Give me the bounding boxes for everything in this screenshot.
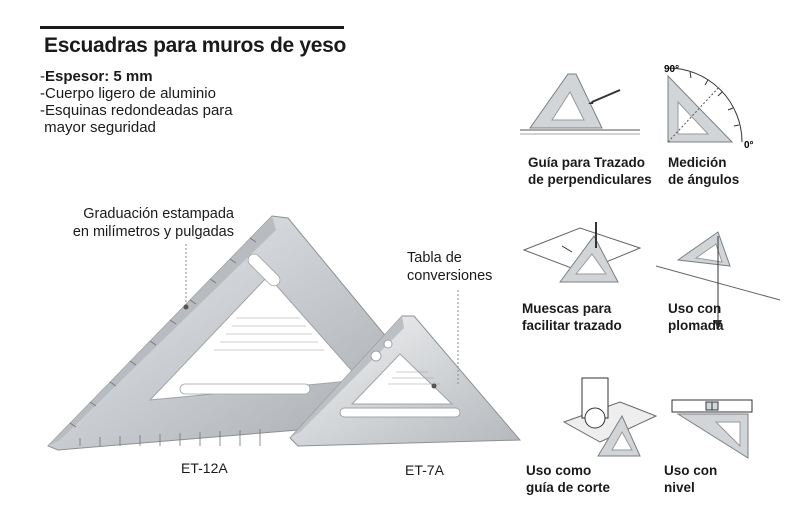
model-label-large: ET-12A <box>181 460 228 476</box>
spec-list: -Espesor: 5 mm -Cuerpo ligero de alumini… <box>40 68 233 136</box>
angle-mark-90: 90° <box>664 64 679 75</box>
title-rule <box>40 26 344 29</box>
model-label-small: ET-7A <box>405 462 444 478</box>
use-caption-plumb: Uso con plomada <box>668 300 724 334</box>
use-icon-angles: 90° 0° <box>664 64 754 151</box>
use-caption-plumb-l1: Uso con <box>668 301 722 316</box>
callout-conversion: Tabla de conversiones <box>407 249 492 285</box>
use-caption-notches: Muescas para facilitar trazado <box>522 300 622 334</box>
use-caption-notches-l2: facilitar trazado <box>522 318 622 333</box>
page-title: Escuadras para muros de yeso <box>44 34 347 57</box>
use-caption-angles-l2: de ángulos <box>668 172 740 187</box>
callout-graduation: Graduación estampada en milímetros y pul… <box>73 205 234 241</box>
use-caption-cutting-guide-l1: Uso como <box>526 463 592 478</box>
angle-mark-0: 0° <box>744 140 754 151</box>
spec-item-body: -Cuerpo ligero de aluminio <box>40 85 216 102</box>
use-caption-level-l2: nivel <box>664 480 695 495</box>
use-caption-perpendicular: Guía para Trazado de perpendiculares <box>528 154 652 188</box>
callout-conversion-line2: conversiones <box>407 268 493 284</box>
callout-conversion-line1: Tabla de <box>407 250 462 266</box>
use-icon-cutting-guide <box>562 377 658 457</box>
spec-item-corners: -Esquinas redondeadas para <box>40 102 233 119</box>
use-caption-perpendicular-l1: Guía para Trazado <box>528 155 646 170</box>
use-caption-perpendicular-l2: de perpendiculares <box>528 172 652 187</box>
use-icon-perpendicular <box>520 73 640 135</box>
square-et-12a <box>47 215 403 451</box>
use-caption-angles-l1: Medición <box>668 155 727 170</box>
use-icon-plumb <box>655 231 781 330</box>
callout-dot-conversion <box>431 383 437 389</box>
callout-graduation-line2: en milímetros y pulgadas <box>72 224 234 240</box>
use-caption-angles: Medición de ángulos <box>668 154 739 188</box>
use-caption-plumb-l2: plomada <box>668 318 724 333</box>
ruler-ticks <box>69 237 257 428</box>
spec-item-thickness: -Espesor: 5 mm <box>40 68 153 85</box>
use-caption-cutting-guide-l2: guía de corte <box>526 480 611 495</box>
spec-item-corners-cont: mayor seguridad <box>44 119 156 136</box>
use-icon-notches <box>522 222 642 283</box>
callout-dot-graduation <box>183 304 189 310</box>
use-caption-level: Uso con nivel <box>664 462 717 496</box>
use-caption-notches-l1: Muescas para <box>522 301 612 316</box>
use-caption-cutting-guide: Uso como guía de corte <box>526 462 610 496</box>
use-caption-level-l1: Uso con <box>664 463 718 478</box>
callout-graduation-line1: Graduación estampada <box>83 206 234 222</box>
use-icon-level <box>671 399 753 459</box>
square-et-7a <box>289 315 522 447</box>
